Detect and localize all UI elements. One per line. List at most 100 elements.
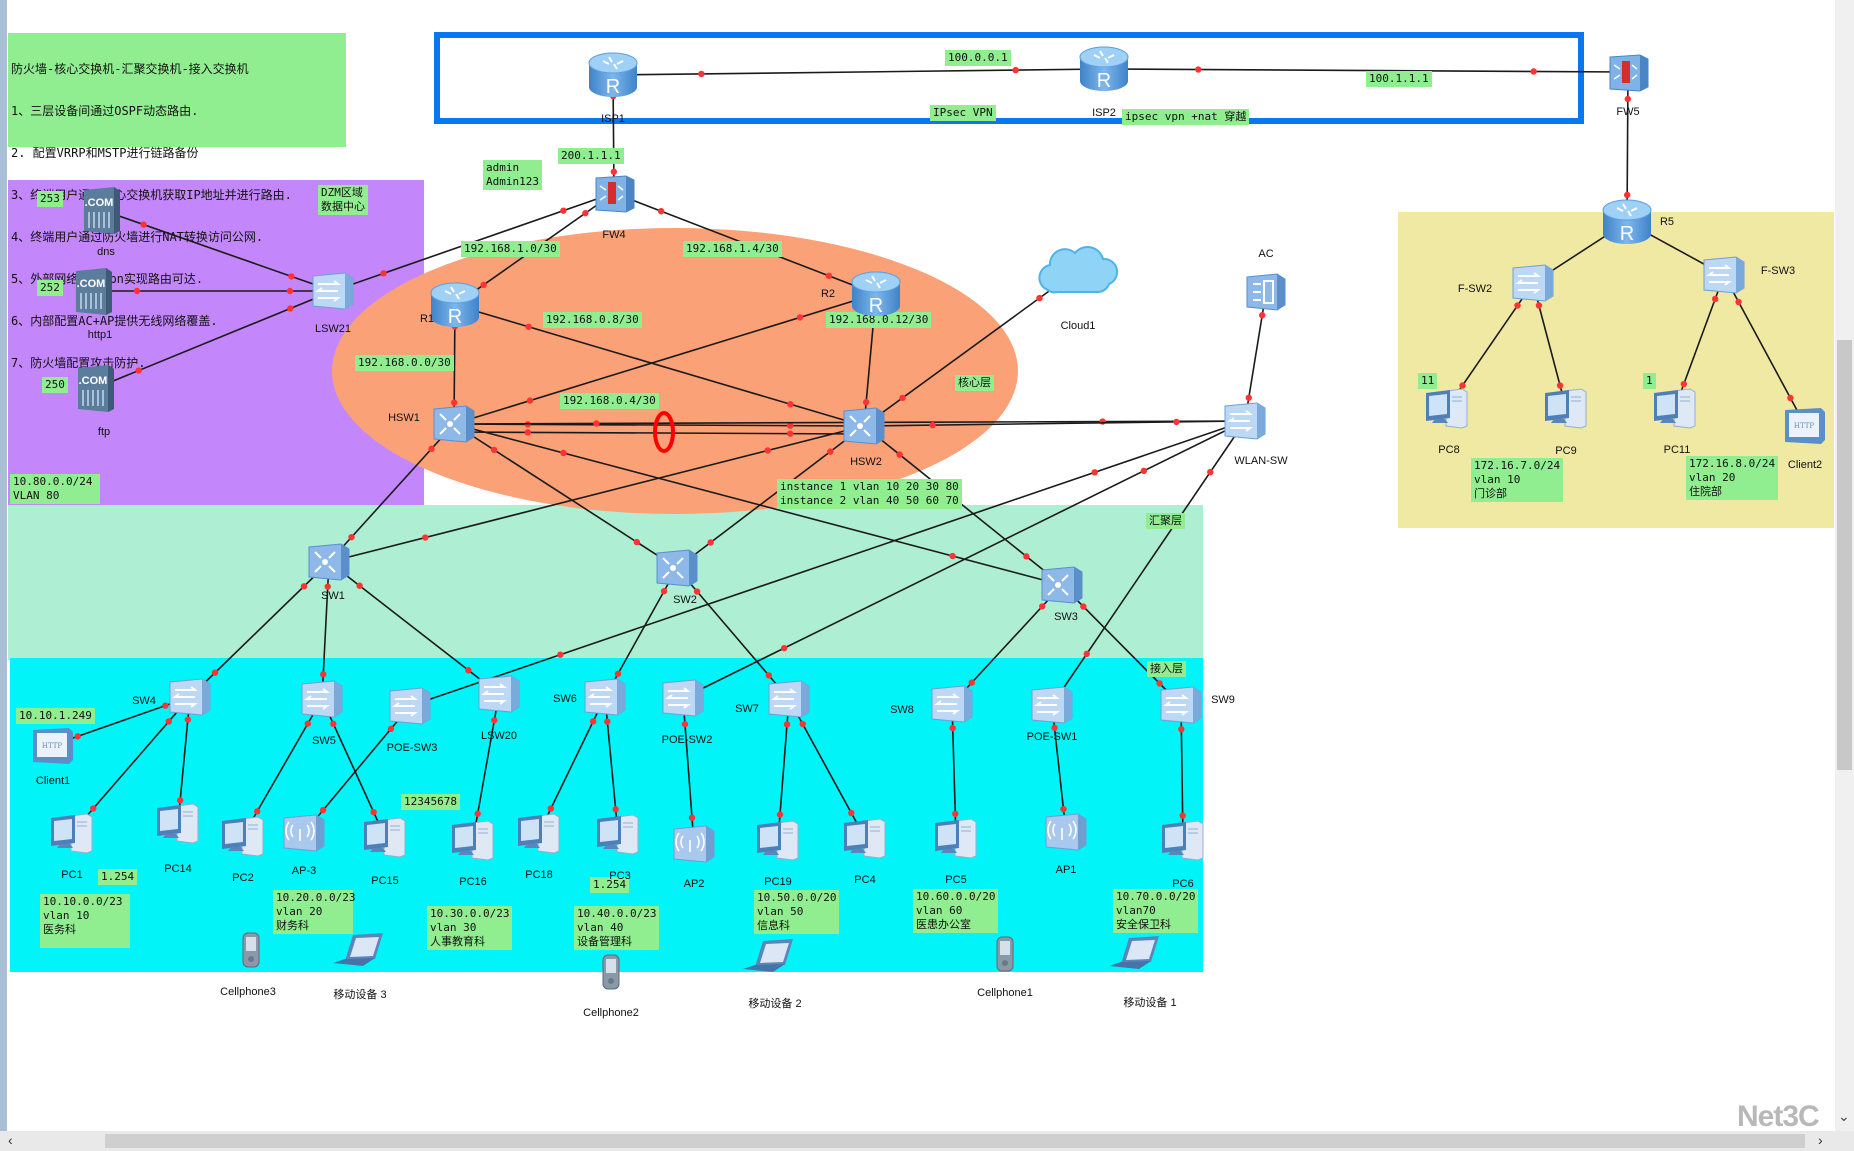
device-mob3[interactable] xyxy=(331,931,389,971)
device-cell2[interactable] xyxy=(600,953,622,991)
device-label-pc15: PC15 xyxy=(371,875,399,887)
link-isp1-isp2[interactable] xyxy=(612,68,1105,76)
device-hsw1[interactable] xyxy=(431,402,477,446)
device-isp1[interactable]: R xyxy=(587,51,639,99)
device-pc1[interactable] xyxy=(47,808,97,858)
device-fw4[interactable] xyxy=(592,172,636,214)
device-sw6[interactable] xyxy=(582,675,628,719)
link-hsw2-cloud1[interactable] xyxy=(863,269,1079,427)
device-mob2[interactable] xyxy=(741,937,799,977)
device-poesw2[interactable] xyxy=(660,676,706,720)
device-ap2[interactable] xyxy=(671,822,717,866)
link-wlansw-poesw2[interactable] xyxy=(682,420,1246,699)
device-lsw20[interactable] xyxy=(476,672,522,716)
device-wlansw[interactable] xyxy=(1222,399,1268,443)
link-r1-hsw2[interactable] xyxy=(454,304,865,427)
device-pc19[interactable] xyxy=(753,815,803,865)
device-label-pc14: PC14 xyxy=(164,863,192,875)
chevron-down-icon[interactable]: ⌄ xyxy=(1838,1108,1850,1124)
device-ap1[interactable] xyxy=(1043,810,1089,854)
device-pc11[interactable] xyxy=(1650,383,1700,433)
device-ac[interactable] xyxy=(1244,270,1288,314)
device-pc6[interactable] xyxy=(1158,815,1208,865)
device-sw4[interactable] xyxy=(167,675,213,719)
link-hsw2-sw3[interactable] xyxy=(863,425,1063,586)
link-hsw1-sw3[interactable] xyxy=(453,423,1063,586)
firewall-icon xyxy=(592,175,636,218)
device-cloud1[interactable] xyxy=(1033,240,1123,300)
device-pc4[interactable] xyxy=(840,813,890,863)
link-hsw2-sw1[interactable] xyxy=(328,425,865,563)
link-dns-lsw21[interactable] xyxy=(101,209,334,292)
server-icon: .COM xyxy=(74,365,118,418)
device-r5[interactable]: R xyxy=(1601,198,1653,246)
horizontal-scrollbar[interactable]: ‹ › xyxy=(0,1131,1854,1151)
device-pc3[interactable] xyxy=(593,809,643,859)
pc1-gateway-note: 1.254 xyxy=(98,869,138,885)
device-sw1[interactable] xyxy=(306,540,352,584)
device-client2[interactable]: HTTP xyxy=(1782,404,1828,446)
device-pc5[interactable] xyxy=(931,813,981,863)
device-http1[interactable]: .COM xyxy=(72,265,116,317)
device-sw7[interactable] xyxy=(766,677,812,721)
device-client1[interactable]: HTTP xyxy=(30,724,76,766)
link-hsw1-hsw2[interactable] xyxy=(453,431,865,435)
device-r2[interactable]: R xyxy=(850,270,902,318)
device-pc15[interactable] xyxy=(360,812,410,862)
device-cell3[interactable] xyxy=(240,931,262,969)
device-pc9[interactable] xyxy=(1541,383,1591,433)
device-pc18[interactable] xyxy=(514,808,564,858)
port-indicator xyxy=(1080,603,1087,610)
port-indicator xyxy=(610,168,618,175)
link-hsw1-sw2[interactable] xyxy=(453,423,678,569)
switch-icon xyxy=(167,678,213,723)
device-hsw2[interactable] xyxy=(841,404,887,448)
device-fw5[interactable] xyxy=(1606,51,1650,93)
vertical-scrollbar[interactable] xyxy=(1835,0,1854,1131)
pc-icon xyxy=(753,820,803,869)
link-r2-hsw1[interactable] xyxy=(453,293,877,425)
port-indicator xyxy=(304,720,311,727)
link-ftp-lsw21[interactable] xyxy=(95,290,334,389)
device-pc2[interactable] xyxy=(218,811,268,861)
device-poesw1[interactable] xyxy=(1029,683,1075,727)
link-hsw2-wlansw[interactable] xyxy=(863,420,1246,427)
device-sw9[interactable] xyxy=(1158,683,1204,727)
port-indicator xyxy=(162,702,169,709)
device-lsw21[interactable] xyxy=(310,269,356,313)
device-dns[interactable]: .COM xyxy=(80,184,124,236)
svg-text:R: R xyxy=(869,295,883,317)
scroll-right-icon[interactable]: › xyxy=(1818,1132,1823,1148)
port-indicator xyxy=(1178,726,1185,733)
scroll-left-icon[interactable]: ‹ xyxy=(8,1132,13,1148)
device-r1[interactable]: R xyxy=(429,281,481,329)
device-sw5[interactable] xyxy=(299,677,345,721)
vlan60-note: 10.60.0.0/20 vlan 60 医患办公室 xyxy=(913,889,999,933)
vertical-scroll-thumb[interactable] xyxy=(1837,340,1852,770)
device-isp2[interactable]: R xyxy=(1078,45,1130,93)
device-cell1[interactable] xyxy=(994,935,1016,973)
l3-switch-icon xyxy=(841,407,887,452)
device-mob1[interactable] xyxy=(1107,934,1165,974)
link-wlansw-poesw3[interactable] xyxy=(409,420,1246,707)
device-fsw3[interactable] xyxy=(1701,253,1747,297)
link-sw1-lsw20[interactable] xyxy=(328,561,500,695)
device-fsw2[interactable] xyxy=(1510,261,1556,305)
device-sw8[interactable] xyxy=(929,682,975,726)
device-ap3[interactable] xyxy=(281,811,327,855)
device-label-pc9: PC9 xyxy=(1555,445,1577,457)
device-sw3[interactable] xyxy=(1039,563,1085,607)
port-indicator xyxy=(288,273,295,280)
link-isp2-fw5[interactable] xyxy=(1103,68,1629,73)
link-wlansw-poesw1[interactable] xyxy=(1051,420,1246,706)
horizontal-scroll-thumb[interactable] xyxy=(105,1134,1805,1148)
device-pc14[interactable] xyxy=(153,798,203,848)
device-ftp[interactable]: .COM xyxy=(74,362,118,414)
device-poesw3[interactable] xyxy=(387,684,433,728)
pc-icon xyxy=(1422,388,1472,437)
device-pc16[interactable] xyxy=(448,815,498,865)
device-sw2[interactable] xyxy=(654,546,700,590)
device-pc8[interactable] xyxy=(1422,383,1472,433)
device-label-pc5: PC5 xyxy=(945,874,967,886)
